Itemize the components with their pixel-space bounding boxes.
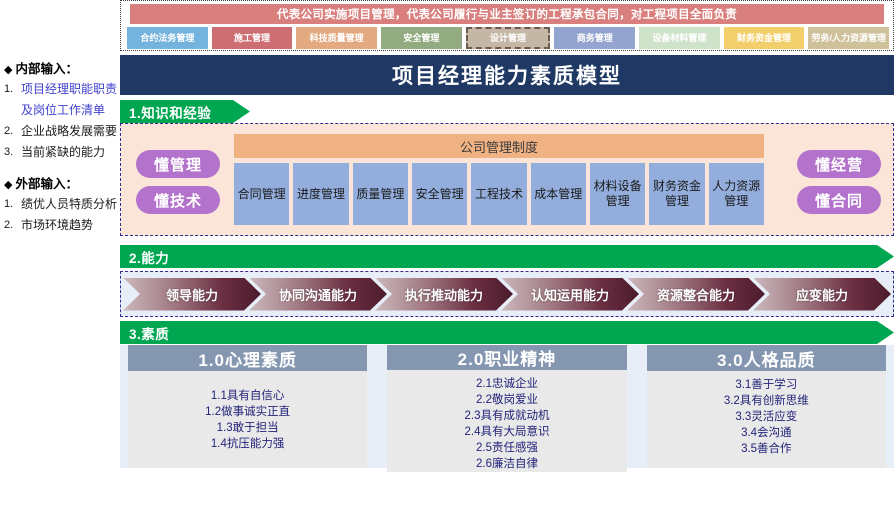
knowledge-box-0: 合同管理: [234, 163, 290, 225]
list-item-text: 项目经理职能职责及岗位工作清单: [21, 82, 118, 117]
company-management-system-bar: 公司管理制度: [234, 134, 764, 158]
management-tab-1[interactable]: 施工管理: [211, 27, 293, 49]
section-header-quality: 3.素质: [120, 321, 894, 344]
knowledge-box-3: 安全管理: [411, 163, 468, 225]
quality-item: 2.5责任感强: [475, 442, 538, 454]
sidebar-list-item: 3. 当前紧缺的能力: [0, 142, 120, 163]
sidebar-list-item: 1. 项目经理职能职责及岗位工作清单: [0, 79, 120, 121]
management-tab-4[interactable]: 设计管理: [465, 27, 551, 49]
management-tab-row: 合约法务管理施工管理科技质量管理安全管理设计管理商务管理设备材料管理财务资金管理…: [127, 27, 890, 49]
sidebar-heading-label: 内部输入：: [15, 62, 78, 76]
quality-item: 3.2具有创新思维: [723, 395, 809, 407]
sidebar-spacer: [0, 165, 120, 173]
quality-item: 1.1具有自信心: [210, 389, 285, 402]
knowledge-box-8: 人力资源管理: [708, 163, 764, 225]
quality-item-list: 1.1具有自信心 1.2做事诚实正直 1.3敢于担当 1.4抗压能力强: [128, 371, 368, 468]
quality-section-body: 1.0心理素质 1.1具有自信心 1.2做事诚实正直 1.3敢于担当 1.4抗压能力强 2…: [120, 345, 894, 472]
diamond-bullet-icon: ◆: [4, 64, 13, 76]
capability-chevron-2: 执行推动能力: [375, 278, 513, 311]
capability-chevron-1: 协同沟通能力: [249, 278, 387, 311]
quality-item: 2.6廉洁自律: [475, 458, 538, 470]
quality-item: 3.4会沟通: [741, 427, 792, 439]
pill-dong-guanli: 懂管理: [136, 150, 220, 178]
page-title: 项目经理能力素质模型: [120, 55, 894, 95]
quality-item: 3.3灵活应变: [735, 411, 798, 423]
quality-column-title: 1.0心理素质: [128, 345, 368, 371]
diamond-bullet-icon: ◆: [4, 179, 13, 191]
list-item-number: 1.: [4, 83, 14, 95]
management-tab-8[interactable]: 劳务/人力资源管理: [808, 27, 890, 49]
pill-dong-jishu: 懂技术: [136, 186, 220, 214]
sidebar-heading: ◆外部输入：: [0, 173, 120, 194]
management-tab-5[interactable]: 商务管理: [554, 27, 636, 49]
quality-item-list: 2.1忠诚企业 2.2敬岗爱业 2.3具有成就动机 2.4具有大局意识 2.5责任感强 2…: [387, 370, 627, 472]
sidebar-list-item: 1. 绩优人员特质分析: [0, 194, 120, 215]
responsibility-statement: 代表公司实施项目管理，代表公司履行与业主签订的工程承包合同，对工程项目全面负责: [130, 4, 884, 24]
capability-chevron-0: 领导能力: [123, 278, 261, 311]
section-header-capability: 2.能力: [120, 245, 894, 268]
knowledge-box-7: 财务资金管理: [649, 163, 705, 225]
knowledge-box-1: 进度管理: [293, 163, 349, 225]
quality-column-2: 3.0人格品质 3.1善于学习 3.2具有创新思维 3.3灵活应变 3.4会沟通 3.5善…: [646, 345, 886, 468]
top-banner: 代表公司实施项目管理，代表公司履行与业主签订的工程承包合同，对工程项目全面负责 …: [120, 0, 894, 51]
management-tab-0[interactable]: 合约法务管理: [127, 27, 208, 49]
quality-item: 3.1善于学习: [735, 379, 798, 391]
management-tab-3[interactable]: 安全管理: [381, 27, 462, 49]
knowledge-section-body: 懂管理 懂技术 懂经营 懂合同 公司管理制度 合同管理进度管理质量管理安全管理工…: [120, 123, 894, 236]
list-item-text: 市场环境趋势: [21, 218, 94, 232]
quality-item: 2.4具有大局意识: [464, 426, 550, 438]
list-item-text: 绩优人员特质分析: [21, 197, 118, 211]
capability-section-body: 领导能力协同沟通能力执行推动能力认知运用能力资源整合能力应变能力: [120, 271, 894, 317]
quality-item: 1.2做事诚实正直: [205, 405, 291, 418]
quality-item-list: 3.1善于学习 3.2具有创新思维 3.3灵活应变 3.4会沟通 3.5善合作: [646, 371, 886, 468]
list-item-text: 当前紧缺的能力: [21, 145, 106, 159]
list-item-number: 1.: [4, 198, 14, 210]
capability-chevron-4: 资源整合能力: [627, 278, 765, 311]
quality-column-row: 1.0心理素质 1.1具有自信心 1.2做事诚实正直 1.3敢于担当 1.4抗压能力强 2…: [128, 345, 886, 472]
quality-item: 2.3具有成就动机: [464, 410, 550, 422]
pill-dong-hetong: 懂合同: [797, 186, 881, 214]
management-tab-6[interactable]: 设备材料管理: [639, 27, 720, 49]
sidebar-heading: ◆内部输入：: [0, 58, 120, 79]
knowledge-box-2: 质量管理: [352, 163, 408, 225]
quality-item: 2.2敬岗爱业: [475, 394, 538, 406]
quality-item: 3.5善合作: [741, 443, 792, 455]
model-panel: 代表公司实施项目管理，代表公司履行与业主签订的工程承包合同，对工程项目全面负责 …: [120, 0, 894, 472]
capability-chevron-5: 应变能力: [753, 278, 891, 311]
capability-chevron-3: 认知运用能力: [501, 278, 639, 311]
quality-column-0: 1.0心理素质 1.1具有自信心 1.2做事诚实正直 1.3敢于担当 1.4抗压能力强: [128, 345, 368, 468]
management-tab-2[interactable]: 科技质量管理: [296, 27, 378, 49]
management-tab-7[interactable]: 财务资金管理: [723, 27, 805, 49]
section-header-knowledge: 1.知识和经验: [120, 100, 250, 123]
knowledge-box-4: 工程技术: [471, 163, 527, 225]
sidebar-heading-label: 外部输入：: [15, 177, 78, 191]
sidebar-list-item: 2. 企业战略发展需要: [0, 121, 120, 142]
pill-dong-jingying: 懂经营: [797, 150, 881, 178]
knowledge-box-5: 成本管理: [530, 163, 586, 225]
sidebar-list-item: 2. 市场环境趋势: [0, 215, 120, 236]
quality-item: 2.1忠诚企业: [475, 378, 538, 390]
quality-column-title: 3.0人格品质: [646, 345, 886, 371]
list-item-number: 2.: [4, 125, 14, 137]
quality-item: 1.4抗压能力强: [210, 437, 285, 450]
list-item-number: 2.: [4, 219, 14, 231]
list-item-number: 3.: [4, 146, 14, 158]
list-item-text: 企业战略发展需要: [21, 124, 118, 138]
quality-column-title: 2.0职业精神: [387, 345, 627, 370]
knowledge-box-row: 合同管理进度管理质量管理安全管理工程技术成本管理材料设备管理财务资金管理人力资源…: [234, 163, 764, 225]
knowledge-box-6: 材料设备管理: [589, 163, 646, 225]
quality-item: 1.3敢于担当: [216, 421, 279, 434]
